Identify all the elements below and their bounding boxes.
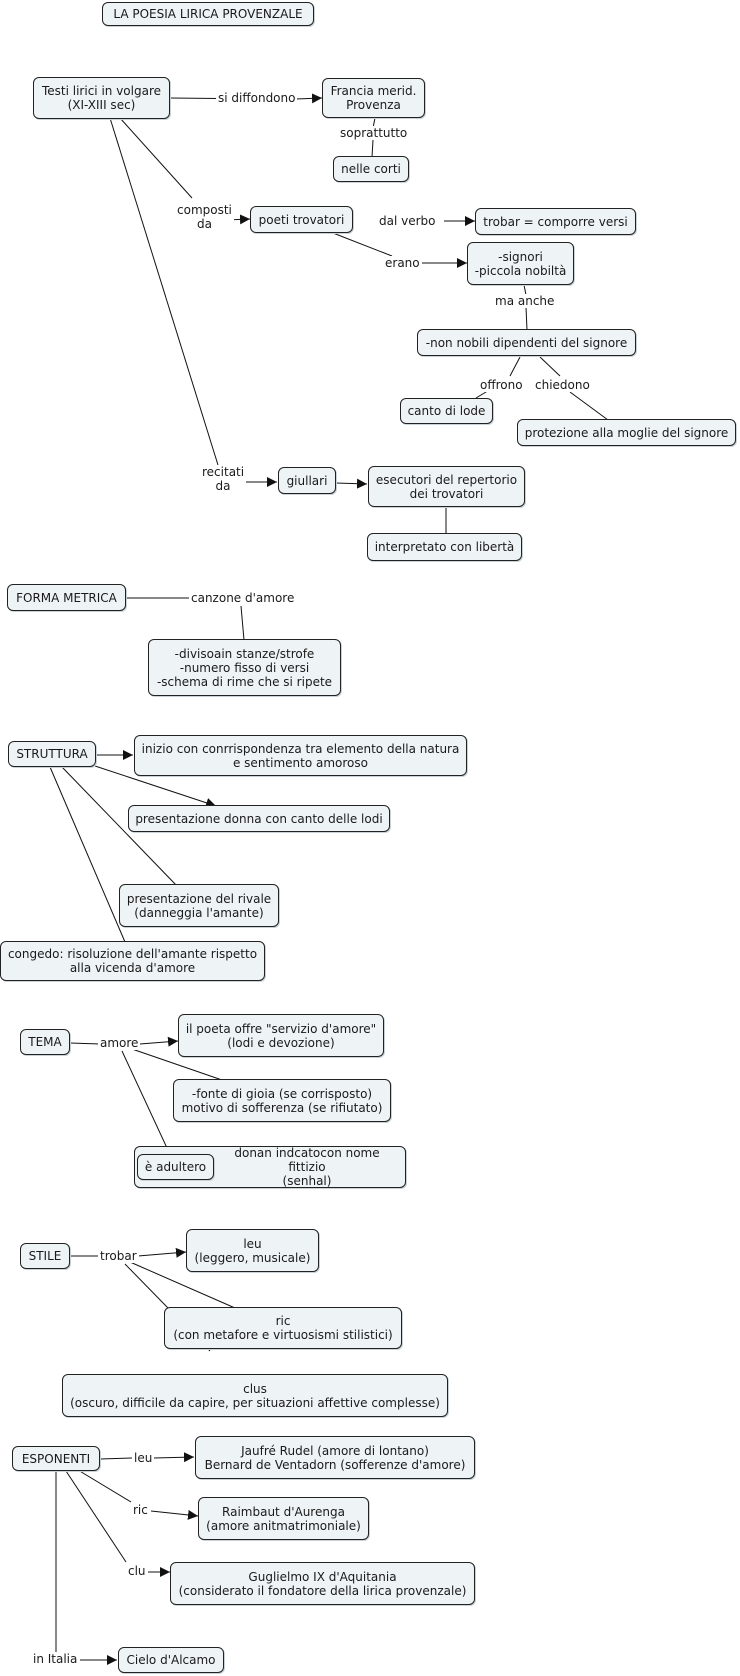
node-protezione[interactable]: protezione alla moglie del signore [517, 419, 736, 446]
link-dal-verbo: dal verbo [377, 214, 438, 228]
node-congedo[interactable]: congedo: risoluzione dell'amante rispett… [0, 941, 265, 981]
node-e-adultero[interactable]: è adultero [137, 1154, 214, 1180]
node-esecutori[interactable]: esecutori del repertorio dei trovatori [368, 466, 525, 507]
link-leu: leu [132, 1451, 155, 1465]
node-raimbaut[interactable]: Raimbaut d'Aurenga (amore anitmatrimonia… [198, 1497, 369, 1540]
node-fonte-di-gioia[interactable]: -fonte di gioia (se corrisposto) motivo … [173, 1079, 391, 1122]
node-stile-leu[interactable]: leu (leggero, musicale) [186, 1229, 319, 1272]
node-interpretato[interactable]: interpretato con libertà [367, 533, 522, 561]
link-amore: amore [98, 1036, 141, 1050]
link-erano: erano [383, 256, 422, 270]
node-presentazione-rivale[interactable]: presentazione del rivale (danneggia l'am… [119, 884, 279, 927]
node-donna-senhal[interactable]: donan indcatocon nome fittizio (senhal) [134, 1146, 406, 1188]
link-trobar: trobar [98, 1249, 139, 1263]
link-soprattutto: soprattutto [338, 126, 410, 140]
node-servizio-d-amore[interactable]: il poeta offre "servizio d'amore" (lodi … [178, 1014, 384, 1057]
node-stile-ric[interactable]: ric (con metafore e virtuosismi stilisti… [164, 1307, 402, 1349]
node-trobar-comporre[interactable]: trobar = comporre versi [475, 208, 636, 235]
node-inizio-natura[interactable]: inizio con conrrispondenza tra elemento … [134, 735, 467, 776]
link-si-diffondono: si diffondono [216, 91, 298, 105]
title-node[interactable]: LA POESIA LIRICA PROVENZALE [102, 2, 314, 26]
node-non-nobili[interactable]: -non nobili dipendenti del signore [417, 329, 636, 356]
node-cielo-d-alcamo[interactable]: Cielo d'Alcamo [118, 1647, 224, 1673]
node-presentazione-donna[interactable]: presentazione donna con canto delle lodi [128, 805, 390, 832]
node-jaufre-bernard[interactable]: Jaufré Rudel (amore di lontano) Bernard … [195, 1436, 475, 1479]
node-stile-clus[interactable]: clus (oscuro, difficile da capire, per s… [62, 1374, 448, 1417]
node-tema[interactable]: TEMA [20, 1029, 70, 1055]
node-signori[interactable]: -signori -piccola nobiltà [467, 242, 574, 285]
link-in-italia: in Italia [31, 1652, 80, 1666]
link-composti-da: composti da [175, 203, 234, 231]
node-struttura[interactable]: STRUTTURA [8, 741, 96, 767]
link-recitati-da: recitati da [200, 465, 247, 493]
link-ma-anche: ma anche [493, 294, 557, 308]
link-canzone-d-amore: canzone d'amore [189, 591, 297, 605]
node-testi-lirici[interactable]: Testi lirici in volgare (XI-XIII sec) [33, 77, 170, 119]
node-guglielmo[interactable]: Guglielmo IX d'Aquitania (considerato il… [170, 1562, 475, 1605]
node-francia-provenza[interactable]: Francia merid. Provenza [322, 78, 425, 118]
node-canto-di-lode[interactable]: canto di lode [400, 398, 493, 424]
node-divisione-stanze[interactable]: -divisoain stanze/strofe -numero fisso d… [148, 639, 341, 696]
link-ric: ric [131, 1503, 150, 1517]
node-esponenti[interactable]: ESPONENTI [12, 1446, 100, 1471]
link-offrono: offrono [478, 378, 525, 392]
node-giullari[interactable]: giullari [278, 467, 336, 494]
link-chiedono: chiedono [533, 378, 592, 392]
node-nelle-corti[interactable]: nelle corti [333, 156, 409, 182]
node-forma-metrica[interactable]: FORMA METRICA [7, 584, 126, 611]
link-clu: clu [126, 1564, 148, 1578]
node-stile[interactable]: STILE [20, 1243, 70, 1269]
node-poeti-trovatori[interactable]: poeti trovatori [250, 206, 353, 233]
